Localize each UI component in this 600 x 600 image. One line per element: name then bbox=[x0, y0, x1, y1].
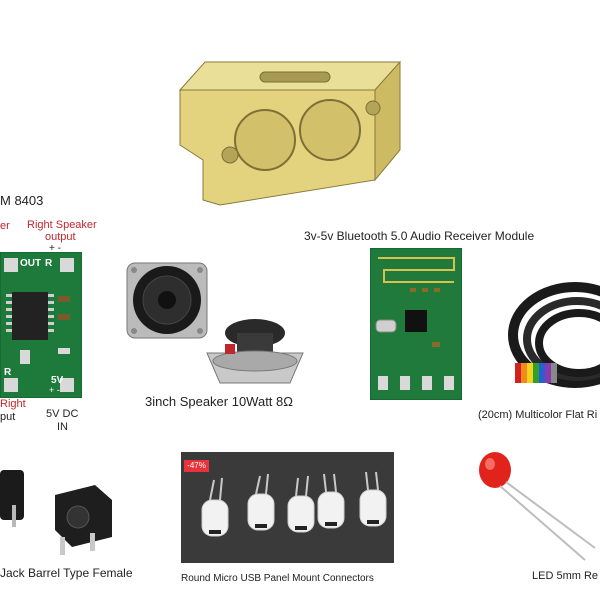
amp-title: M 8403 bbox=[0, 193, 44, 208]
discount-badge-text: -47% bbox=[187, 461, 206, 470]
right-speaker-label: Right Speaker bbox=[27, 219, 97, 231]
plus-minus-top: + - bbox=[49, 243, 61, 254]
dc-in-label-2: IN bbox=[57, 421, 68, 433]
left-speaker-fragment: er bbox=[0, 220, 10, 232]
pcb-r2-label: R bbox=[4, 367, 12, 378]
right-fragment-label: Right bbox=[0, 398, 26, 410]
barrel-jack-image bbox=[0, 470, 112, 555]
speaker-label: 3inch Speaker 10Watt 8Ω bbox=[145, 394, 293, 409]
plus-minus-bottom: + - bbox=[49, 385, 60, 395]
speaker-image bbox=[126, 262, 304, 384]
discount-badge: -47% bbox=[184, 460, 209, 472]
bluetooth-module bbox=[370, 248, 462, 400]
pcb-out-label: OUT bbox=[20, 258, 42, 269]
usb-connectors bbox=[201, 471, 387, 537]
dc-in-label: 5V DC bbox=[46, 408, 79, 420]
pcb-5v-label: 5V bbox=[51, 375, 64, 386]
led-label: LED 5mm Re bbox=[532, 570, 599, 582]
cable-label: (20cm) Multicolor Flat Ri bbox=[478, 409, 598, 421]
wooden-speaker-box bbox=[178, 60, 402, 206]
right-speaker-output-label: output bbox=[45, 231, 76, 243]
led-image bbox=[479, 452, 596, 561]
amplifier-pcb bbox=[0, 252, 82, 398]
ribbon-cable bbox=[508, 282, 600, 388]
bluetooth-label: 3v-5v Bluetooth 5.0 Audio Receiver Modul… bbox=[304, 229, 535, 243]
usb-label: Round Micro USB Panel Mount Connectors bbox=[181, 573, 374, 584]
put-fragment-label: put bbox=[0, 411, 16, 423]
pcb-r-label: R bbox=[45, 258, 53, 269]
jack-label: Jack Barrel Type Female bbox=[0, 566, 133, 580]
